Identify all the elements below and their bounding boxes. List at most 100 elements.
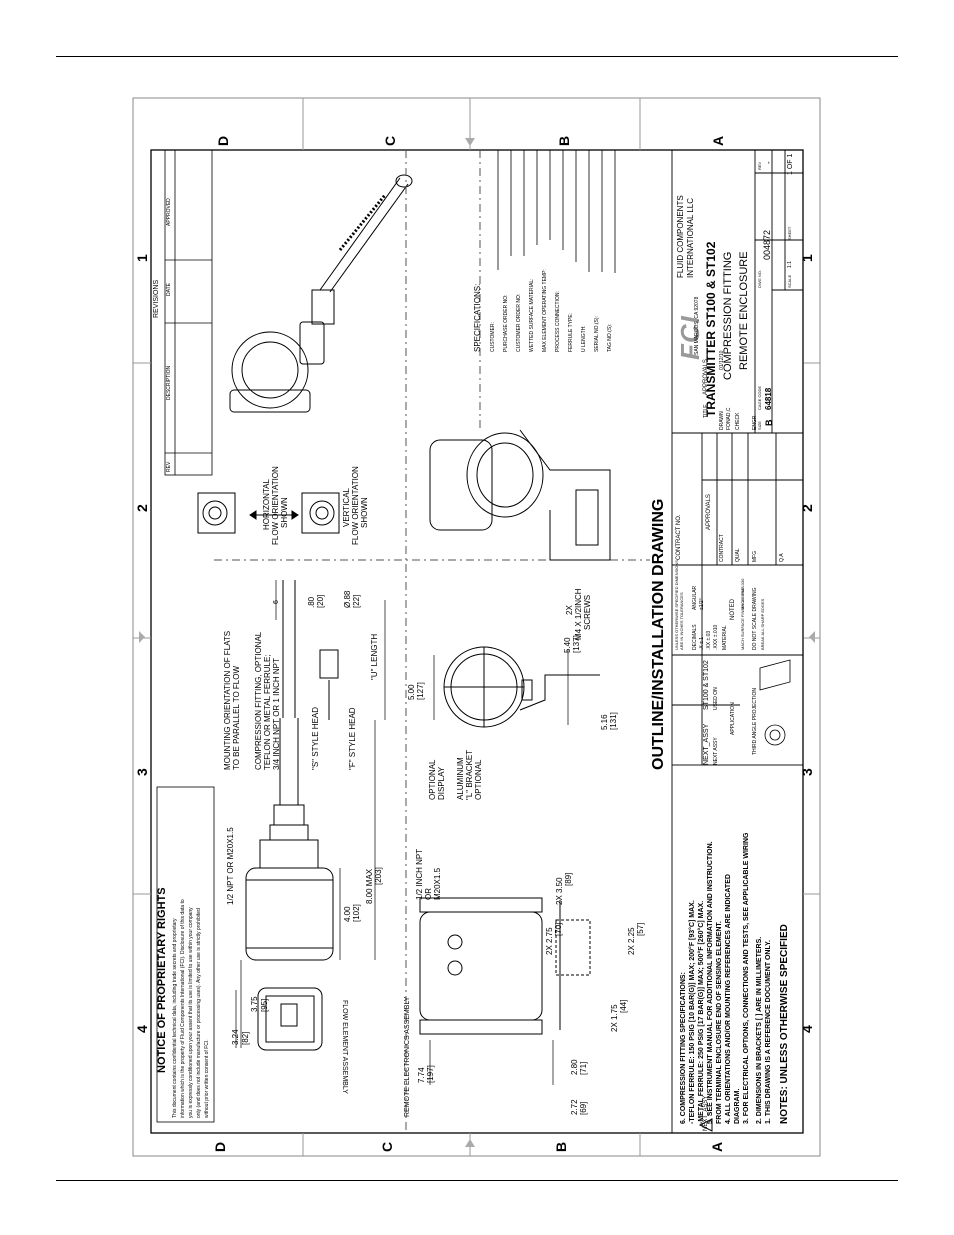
tb-tol-ang: ±1/2° xyxy=(699,598,705,610)
dim-label: 8.00 MAX xyxy=(365,868,374,904)
dim-label: [22] xyxy=(352,594,361,608)
callout-bracket: ALUMINUM xyxy=(456,757,465,800)
tb-title: REMOTE ENCLOSURE xyxy=(738,251,750,370)
tb-drawn-by: FONAD,C xyxy=(726,407,732,431)
dim-label: 5.40 xyxy=(563,637,572,653)
dim-label: 5.16 xyxy=(600,714,609,730)
callout-npt: M20X1.5 xyxy=(433,867,442,900)
tb-used-on-value: ST100 & ST102 xyxy=(703,660,710,710)
zone-letter: A xyxy=(710,135,726,146)
fci-logo: FCI xyxy=(675,315,705,360)
callout-compression: TEFLON OR METAL FERRULE; xyxy=(263,654,272,770)
callout-screws: M4 X 1/2INCH xyxy=(574,588,583,640)
tb-used-on-label: USED ON xyxy=(713,687,719,710)
spec-item: WETTED SURFACE MATERIAL: xyxy=(529,278,535,352)
tb-next-assy-value: NEXT_ASSY xyxy=(703,723,710,765)
tb-sheet: 1 OF 1 xyxy=(787,153,794,175)
notes-line: 1. THIS DRAWING IS A REFERENCE DOCUMENT … xyxy=(765,940,772,1124)
dim-label: [69] xyxy=(579,1101,588,1115)
dim-label: [102] xyxy=(352,904,361,922)
callout-display: OPTIONAL xyxy=(428,759,437,800)
zone-number: 2 xyxy=(799,504,815,512)
spec-item: U LENGTH: xyxy=(581,325,587,352)
dim-label: 2X 1.75 xyxy=(610,1004,619,1032)
callout-screws: SCREWS xyxy=(583,594,592,630)
zone-letter: D xyxy=(215,135,231,146)
zone-number: 3 xyxy=(799,768,815,776)
dim-label: 5.00 xyxy=(407,684,416,700)
dim-label: [20] xyxy=(316,594,325,608)
notes-line: 2. DIMENSIONS IN BRACKETS [ ] ARE IN MIL… xyxy=(756,936,763,1124)
dim-label: 2X 2.25 xyxy=(627,927,636,955)
spec-item: CUSTOMER ORDER NO: xyxy=(516,293,522,352)
revisions-header-approved: APPROVED xyxy=(166,198,172,226)
spec-item: PROCESS CONNECTION: xyxy=(555,291,561,352)
proprietary-line: only (and does not include manufacture o… xyxy=(196,908,202,1118)
proprietary-line: you is expressly conditioned upon your a… xyxy=(188,907,194,1118)
notes-line: -TEFLON FERRULE: 150 PSIG [10 BAR(G)] MA… xyxy=(689,900,696,1124)
callout-bracket: OPTIONAL xyxy=(474,759,483,800)
notes-line: 5. SEE INSTRUMENT MANUAL FOR ADDITIONAL … xyxy=(707,841,714,1124)
tb-cage-label: CAGE CODE xyxy=(757,385,762,410)
tb-sheet-label: SHEET xyxy=(787,226,792,240)
spec-item: CUSTOMER: xyxy=(490,322,496,352)
tb-title: COMPRESSION FITTING xyxy=(722,251,734,380)
dim-label: 2X 2.75 xyxy=(545,927,554,955)
notes-line: DIAGRAM. xyxy=(734,1088,741,1124)
tb-angular: ANGULAR xyxy=(692,585,698,610)
zone-number: 2 xyxy=(134,504,150,512)
dim-label: 2.80 xyxy=(570,1059,579,1075)
tb-rev-label: REV xyxy=(757,161,762,170)
specifications-title: SPECIFICATIONS: xyxy=(473,283,482,352)
dim-label: [70] xyxy=(554,922,563,936)
zone-letter: B xyxy=(553,1141,569,1152)
tb-decimals: DECIMALS xyxy=(692,624,698,650)
dim-label: .80 xyxy=(307,596,316,608)
callout-f-head: "F" STYLE HEAD xyxy=(348,707,357,770)
zone-letter: C xyxy=(379,1141,395,1152)
notes-title: NOTES: UNLESS OTHERWISE SPECIFIED xyxy=(779,924,790,1124)
proprietary-line: without prior written consent of FCI. xyxy=(204,1039,210,1118)
zone-letter: D xyxy=(212,1141,228,1152)
dim-label: 7.74 xyxy=(417,1067,426,1083)
tb-dwg-label: DWG NO. xyxy=(757,270,762,288)
tb-size-label: SIZE xyxy=(757,421,762,430)
tb-rev: - xyxy=(764,161,773,164)
tb-machined: MACH. END .030 xyxy=(740,578,745,610)
tb-material-value: NOTED xyxy=(730,599,736,620)
tb-scale-label: SCALE xyxy=(787,274,792,288)
spec-item: TAG NO.(S): xyxy=(607,323,613,352)
zone-number: 1 xyxy=(799,254,815,262)
orientation-vertical: FLOW ORIENTATION xyxy=(351,466,360,545)
notes-line: 3. FOR ELECTRICAL OPTIONS, CONNECTIONS A… xyxy=(743,832,750,1124)
tb-next-assy: NEXT_ASSY xyxy=(703,1095,709,1131)
dim-label: Ø.88 xyxy=(343,590,352,608)
tb-break-edges: BREAK ALL SHARP EDGES xyxy=(760,598,765,650)
dim-label: [71] xyxy=(579,1061,588,1075)
tb-approvals: APPROVALS xyxy=(706,494,712,530)
tb-drawn: DRAWN xyxy=(719,411,725,430)
notes-line: 4. ALL ORIENTATIONS AND/OR MOUNTING REFE… xyxy=(725,874,732,1124)
zone-number: 3 xyxy=(134,768,150,776)
tb-contract-no: CONTRACT NO. xyxy=(676,514,682,560)
dim-label: [95] xyxy=(260,998,269,1012)
drawing-title: OUTLINE/INSTALLATION DRAWING xyxy=(650,498,667,770)
proprietary-title: NOTICE OF PROPRIETARY RIGHTS xyxy=(156,887,168,1073)
callout-npt: 1/2 INCH NPT xyxy=(415,848,424,900)
spec-item: PURCHASE ORDER NO: xyxy=(503,294,509,352)
tb-company: FLUID COMPONENTS xyxy=(676,195,685,278)
notes-line: 6. COMPRESSION FITTING SPECIFICATIONS: xyxy=(680,972,687,1124)
tb-qa: Q.A xyxy=(779,553,785,562)
tb-title: TRANSMITTER ST100 & ST102 xyxy=(704,241,718,417)
notes-line: FROM TERMINAL ENCLOSURE END OF SENSING E… xyxy=(716,921,723,1124)
tb-tolerance-head: UNLESS OTHERWISE SPECIFIED DIMENSIONS AR… xyxy=(674,560,684,650)
callout-s-head: "S" STYLE HEAD xyxy=(311,706,320,770)
tb-next-assy-label: NEXT ASSY xyxy=(713,737,719,765)
callout-note-ref: 6 xyxy=(273,600,280,604)
zone-letter: B xyxy=(556,135,572,146)
callout-flats: TO BE PARALLEL TO FLOW xyxy=(232,665,241,770)
dim-label: 4.00 xyxy=(343,906,352,922)
callout-compression: COMPRESSION FITTING, OPTIONAL xyxy=(254,631,263,770)
orientation-vertical: VERTICAL xyxy=(342,488,351,527)
spec-item: MAX ELEMENT OPERATING TEMP: xyxy=(542,269,548,352)
